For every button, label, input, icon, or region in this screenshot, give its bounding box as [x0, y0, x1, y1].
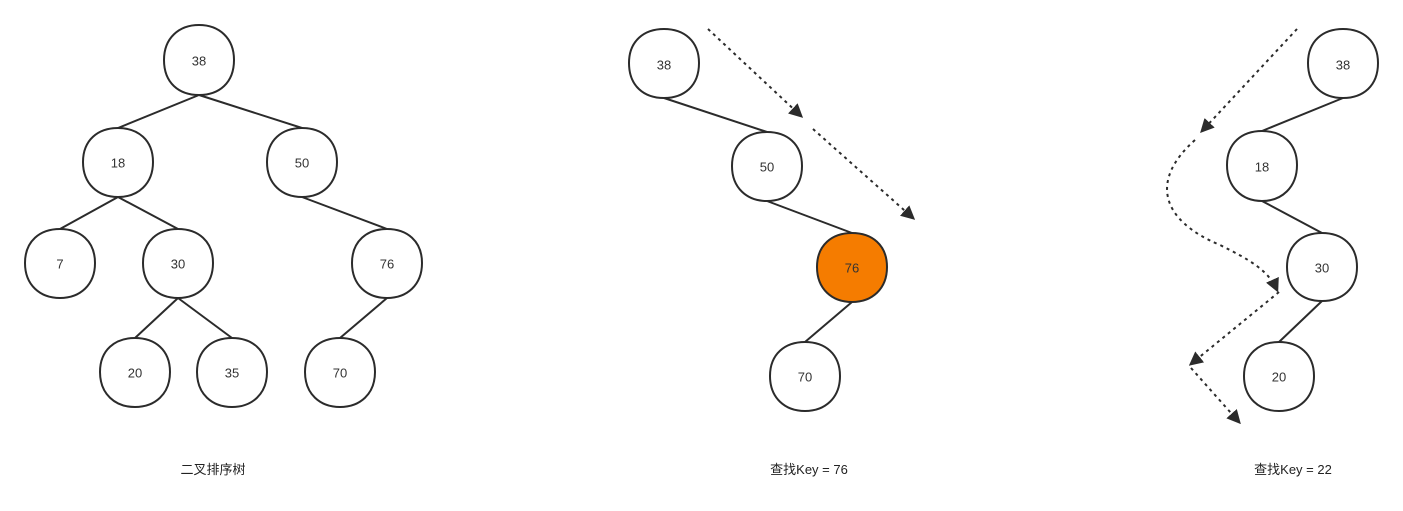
node-label: 18 — [1255, 160, 1269, 175]
search-path-arrow — [1190, 367, 1241, 425]
node-circle — [81, 126, 155, 199]
edge-30-20 — [1278, 300, 1323, 343]
tree-node: 38 — [1306, 27, 1380, 100]
tree-node: 18 — [1225, 129, 1299, 203]
node-circle — [303, 336, 377, 409]
tree-node: 50 — [730, 130, 804, 203]
node-label: 70 — [798, 370, 812, 385]
node-label: 30 — [1315, 261, 1329, 276]
node-label: 76 — [845, 261, 859, 276]
node-circle — [1242, 340, 1316, 413]
edge-76-70 — [339, 297, 388, 339]
tree-node: 7 — [23, 227, 97, 300]
node-label: 38 — [1336, 58, 1350, 73]
node-circle — [768, 340, 842, 413]
node-circle — [1285, 231, 1359, 303]
edge-38-50 — [663, 97, 768, 133]
node-label: 70 — [333, 366, 347, 381]
node-circle — [195, 336, 269, 409]
tree-node: 20 — [98, 336, 172, 409]
tree-panel-bst: 38 18 50 7 30 76 20 35 — [23, 23, 424, 409]
node-circle — [350, 227, 424, 300]
tree-node: 38 — [162, 23, 236, 97]
caption-search-22: 查找Key = 22 — [1254, 462, 1332, 477]
node-label: 50 — [760, 160, 774, 175]
edge-38-50 — [198, 94, 303, 129]
tree-node: 30 — [1285, 231, 1359, 303]
node-label: 38 — [192, 54, 206, 69]
tree-node: 18 — [81, 126, 155, 199]
edge-76-70 — [804, 301, 853, 343]
node-circle — [98, 336, 172, 409]
tree-node: 76 — [350, 227, 424, 300]
node-circle — [23, 227, 97, 300]
tree-node: 38 — [627, 27, 701, 100]
edge-30-35 — [177, 297, 233, 339]
search-path-arrow — [1188, 291, 1280, 366]
edge-50-76 — [766, 200, 853, 234]
node-circle — [265, 126, 339, 199]
edge-30-20 — [134, 297, 179, 339]
node-label: 38 — [657, 58, 671, 73]
edge-38-18 — [1261, 97, 1344, 132]
edge-38-18 — [117, 94, 200, 129]
node-circle — [1306, 27, 1380, 100]
tree-panel-search-76: 38 50 76 70 — [627, 27, 916, 413]
search-path-arrow — [707, 28, 804, 118]
node-circle — [627, 27, 701, 100]
tree-node: 70 — [303, 336, 377, 409]
node-label: 20 — [128, 366, 142, 381]
tree-node: 35 — [195, 336, 269, 409]
edge-18-7 — [59, 196, 119, 230]
tree-node: 70 — [768, 340, 842, 413]
edge-18-30 — [1261, 200, 1323, 234]
tree-panel-search-22: 38 18 30 20 — [1166, 27, 1380, 425]
node-label: 20 — [1272, 370, 1286, 385]
node-circle — [141, 227, 215, 300]
node-label: 7 — [56, 257, 63, 272]
node-label: 30 — [171, 257, 185, 272]
caption-search-76: 查找Key = 76 — [770, 462, 848, 477]
node-label: 76 — [380, 257, 394, 272]
node-label: 35 — [225, 366, 239, 381]
edge-50-76 — [301, 196, 388, 230]
tree-node: 30 — [141, 227, 215, 300]
caption-bst: 二叉排序树 — [180, 462, 246, 477]
node-circle — [730, 130, 804, 203]
node-label: 18 — [111, 156, 125, 171]
tree-node-highlighted: 76 — [815, 231, 889, 304]
node-label: 50 — [295, 156, 309, 171]
node-circle — [162, 23, 236, 97]
node-circle-highlighted — [815, 231, 889, 304]
node-circle — [1225, 129, 1299, 203]
tree-node: 50 — [265, 126, 339, 199]
search-path-arrow — [1166, 139, 1279, 293]
search-path-arrow — [812, 128, 916, 220]
tree-node: 20 — [1242, 340, 1316, 413]
edge-18-30 — [117, 196, 179, 230]
search-path-arrow — [1200, 28, 1298, 134]
